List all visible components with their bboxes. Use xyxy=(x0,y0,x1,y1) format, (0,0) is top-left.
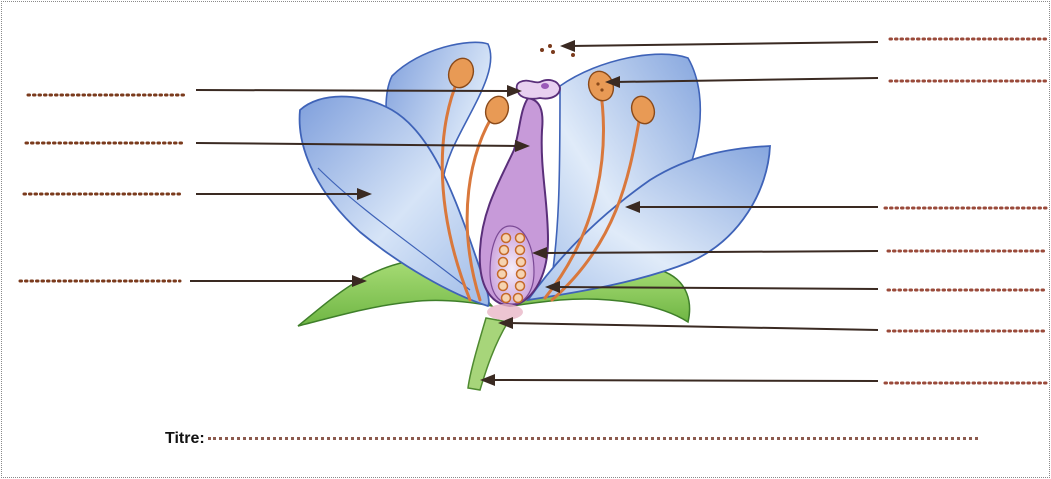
anther-2 xyxy=(482,93,512,127)
answer-lines-left xyxy=(20,95,185,281)
title-row: Titre: xyxy=(165,430,978,448)
arrow-head-icon xyxy=(560,40,575,52)
title-label: Titre: xyxy=(165,430,205,448)
receptacle xyxy=(487,304,523,320)
stigma xyxy=(517,80,560,99)
title-answer-line[interactable] xyxy=(208,434,978,440)
answer-lines-right xyxy=(885,39,1046,383)
